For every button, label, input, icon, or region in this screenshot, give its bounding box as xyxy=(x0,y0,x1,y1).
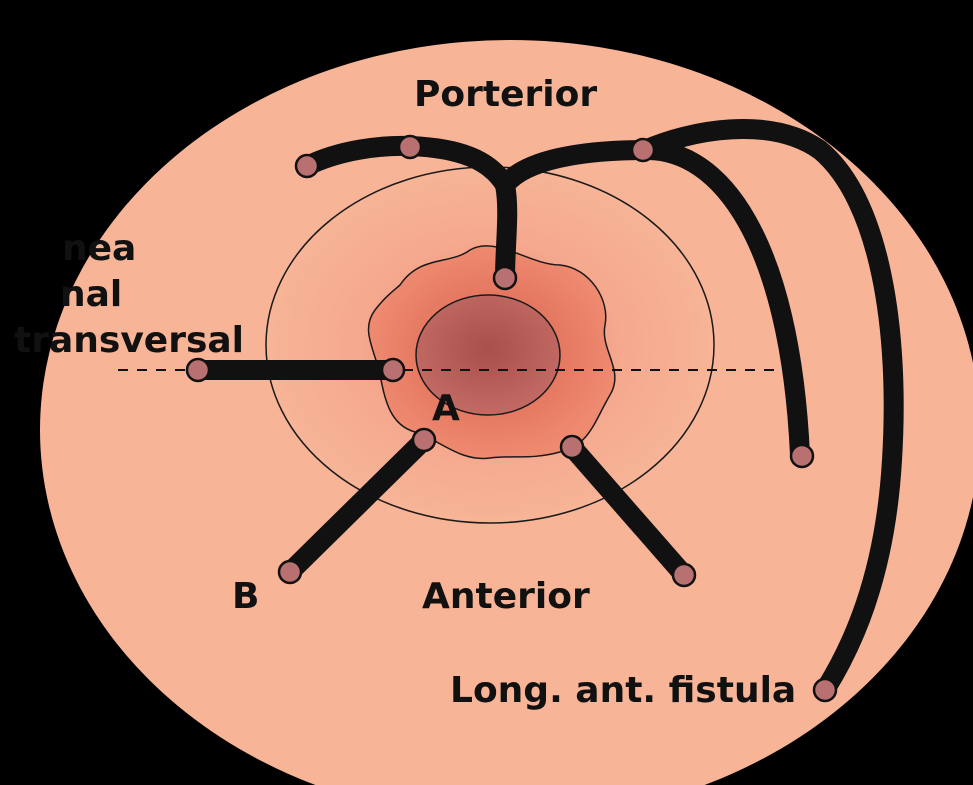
external-opening-transversal xyxy=(185,357,211,383)
posterior-horseshoe-fistula-right xyxy=(495,139,810,465)
posterior-horseshoe-fistula xyxy=(297,135,518,288)
label-long-anterior-fistula: Long. ant. fistula xyxy=(450,670,796,711)
anterior-fistula-right xyxy=(562,437,694,585)
label-cut-line2: nal xyxy=(60,274,122,315)
external-opening-posterior-left xyxy=(294,153,320,179)
external-opening-right-lateral xyxy=(789,443,815,469)
internal-opening-posterior xyxy=(492,265,518,291)
opening-posterior-mid-right xyxy=(630,137,656,163)
label-cut-line3: transversal xyxy=(14,320,244,361)
external-opening-anterior-right xyxy=(671,562,697,588)
anterior-fistula-b xyxy=(280,430,434,582)
anal-canal xyxy=(415,294,561,416)
opening-posterior-mid-left xyxy=(397,134,423,160)
label-cut-line1: nea xyxy=(62,228,136,269)
label-posterior: Porterior xyxy=(414,74,597,115)
internal-opening-a xyxy=(411,427,437,453)
label-anterior: Anterior xyxy=(422,576,590,617)
internal-opening-transversal xyxy=(380,357,406,383)
label-a: A xyxy=(432,388,460,429)
label-b: B xyxy=(232,576,259,617)
external-opening-b xyxy=(277,559,303,585)
internal-opening-anterior-right xyxy=(559,434,585,460)
external-opening-long-fistula xyxy=(812,677,838,703)
long-anterior-fistula-tract xyxy=(635,119,904,700)
